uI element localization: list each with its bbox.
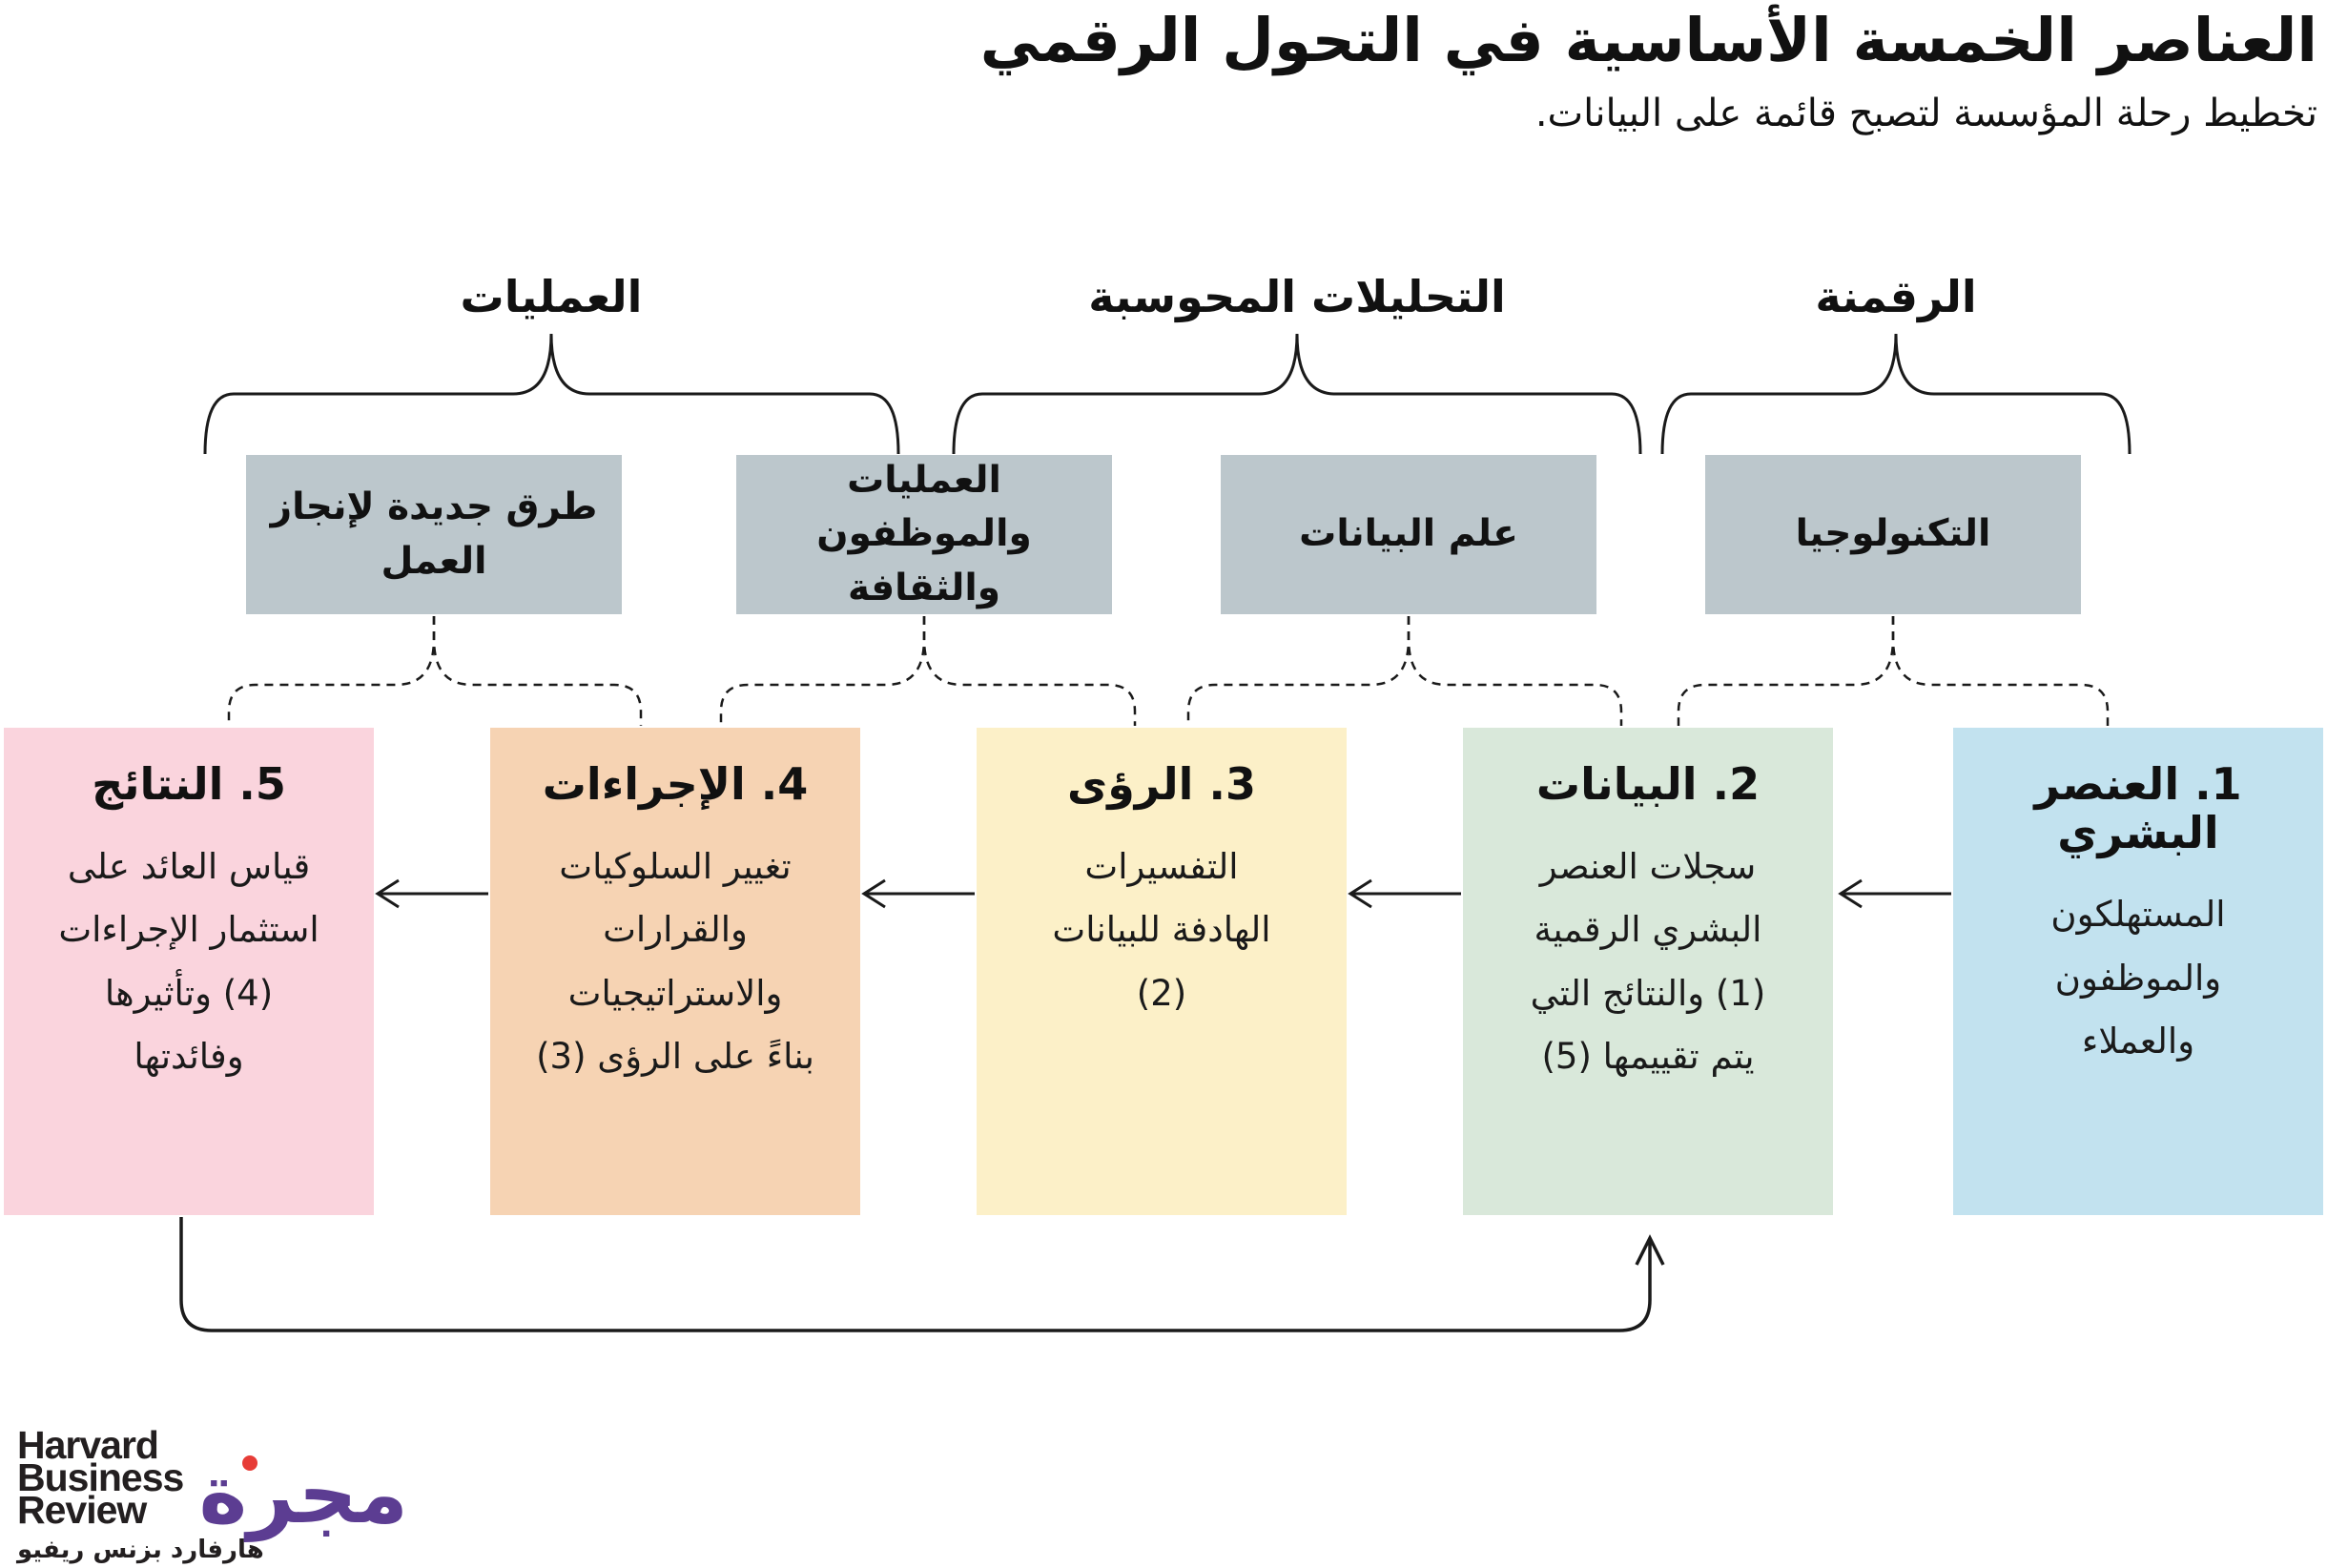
element-5-body: قياس العائد على استثمار الإجراءات (4) وت… [58,845,319,1078]
dashed-newways-right [432,616,643,726]
majarra-logo: مجرة [198,1447,409,1559]
page-title: العناصر الخمسة الأساسية في التحول الرقمي [979,6,2317,75]
category-label-computed-analytics: التحليلات المحوسبة [1088,271,1506,322]
feedback-loop-arrow [179,1217,1665,1332]
capability-box-new-ways-of-working: طرق جديدة لإنجاز العمل [246,455,622,614]
bracket-operations [203,333,900,455]
arrow-4-to-5-icon [375,878,488,909]
category-label-operations: العمليات [460,271,643,322]
dashed-technology-right [1891,616,2110,726]
arrow-2-to-3-icon [1348,878,1461,909]
hbr-logo-line3: Review [17,1488,147,1533]
dashed-technology-left [1677,616,1895,726]
hbr-logo: Harvard Business Review هارفارد بزنس ريف… [17,1423,264,1565]
majarra-wordmark: مجرة [198,1447,409,1542]
header: العناصر الخمسة الأساسية في التحول الرقمي… [980,4,2317,136]
majarra-red-dot-icon [242,1455,257,1471]
dashed-connectors [227,616,2110,726]
element-1-body: المستهلكون والموظفون والعملاء [2050,894,2226,1063]
element-4-body: تغيير السلوكيات والقرارات والاستراتيجيات… [536,845,814,1078]
element-box-3-insights: 3. الرؤى التفسيرات الهادفة للبيانات (2) [977,728,1347,1215]
element-5-title: 5. النتائج [92,758,286,810]
dashed-datascience-left [1186,616,1411,726]
capability-box-technology: التكنولوجيا [1705,455,2081,614]
hbr-logo-arabic: هارفارد بزنس ريفيو [17,1536,264,1565]
dashed-datascience-right [1407,616,1623,726]
element-4-title: 4. الإجراءات [542,758,809,810]
arrow-1-to-2-icon [1838,878,1951,909]
hbr-logo-line2: Business [17,1455,184,1500]
dashed-processes-left [719,616,926,726]
dashed-newways-left [227,616,436,726]
element-box-5-results: 5. النتائج قياس العائد على استثمار الإجر… [4,728,374,1215]
flow-arrows [375,878,1951,909]
element-3-body: التفسيرات الهادفة للبيانات (2) [1052,845,1271,1014]
bracket-computed-analytics [952,333,1642,455]
hbr-logo-line1: Harvard [17,1423,159,1467]
element-box-2-data: 2. البيانات سجلات العنصر البشري الرقمية … [1463,728,1833,1215]
element-box-1-human-element: 1. العنصر البشري المستهلكون والموظفون وا… [1953,728,2323,1215]
element-2-title: 2. البيانات [1535,758,1761,810]
page-subtitle: تخطيط رحلة المؤسسة لتصبح قائمة على البيا… [1534,91,2317,135]
category-label-digitization: الرقمنة [1815,271,1977,322]
element-3-title: 3. الرؤى [1067,758,1256,810]
capability-box-data-science: علم البيانات [1221,455,1596,614]
element-1-title: 1. العنصر البشري [2034,758,2242,858]
dashed-processes-right [922,616,1137,726]
capability-box-processes-people-culture: العمليات والموظفون والثقافة [736,455,1112,614]
element-box-4-actions: 4. الإجراءات تغيير السلوكيات والقرارات و… [490,728,860,1215]
bracket-digitization [1660,333,2131,455]
arrow-3-to-4-icon [861,878,975,909]
element-2-body: سجلات العنصر البشري الرقمية (1) والنتائج… [1530,845,1766,1078]
